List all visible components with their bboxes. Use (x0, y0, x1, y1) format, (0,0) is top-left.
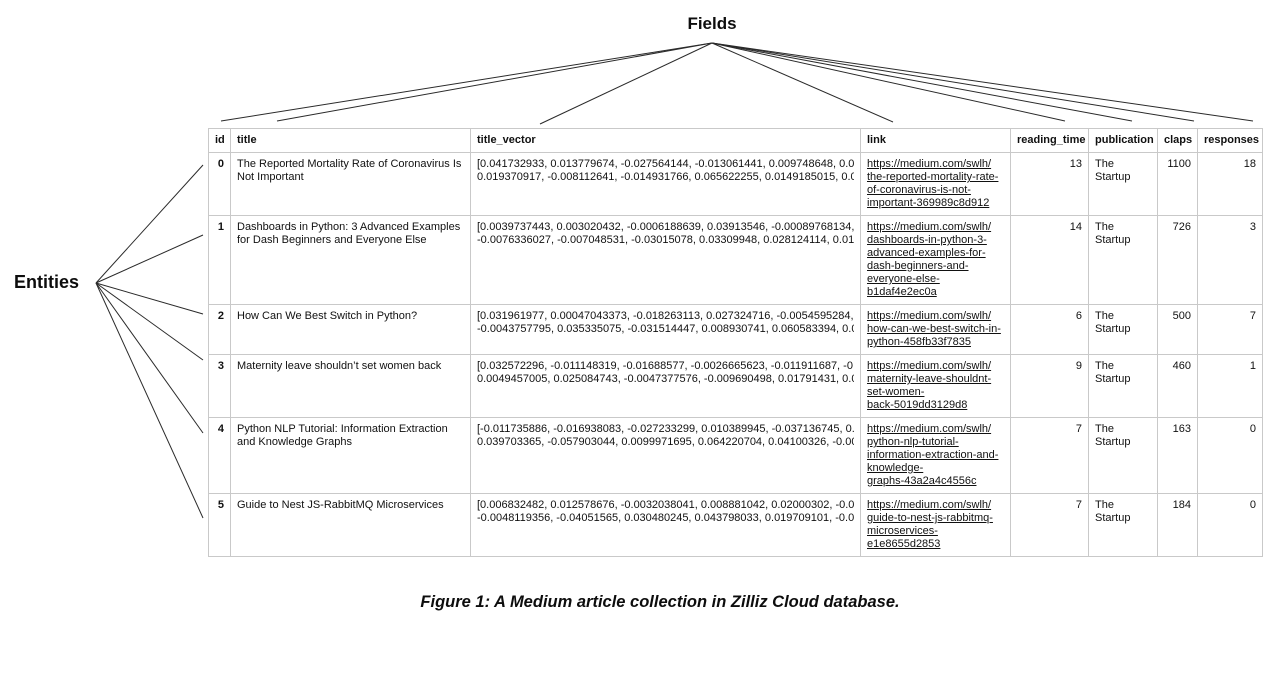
cell-title: How Can We Best Switch in Python? (230, 304, 471, 355)
column-header-title: title (230, 128, 471, 153)
cell-publication: The Startup (1088, 417, 1158, 494)
cell-id: 4 (208, 417, 231, 494)
cell-responses: 18 (1197, 152, 1263, 216)
cell-title-vector: [-0.011735886, -0.016938083, -0.02723329… (470, 417, 861, 494)
cell-id: 0 (208, 152, 231, 216)
cell-id: 5 (208, 493, 231, 557)
cell-reading-time: 14 (1010, 215, 1089, 305)
column-header-claps: claps (1157, 128, 1198, 153)
cell-link: https://medium.com/swlh/how-can-we-best-… (860, 304, 1011, 355)
column-header-reading-time: reading_time (1010, 128, 1089, 153)
table-row: 0 The Reported Mortality Rate of Coronav… (208, 152, 1263, 216)
cell-id: 1 (208, 215, 231, 305)
column-header-id: id (208, 128, 231, 153)
cell-reading-time: 9 (1010, 354, 1089, 418)
cell-responses: 1 (1197, 354, 1263, 418)
cell-title: Python NLP Tutorial: Information Extract… (230, 417, 471, 494)
cell-claps: 163 (1157, 417, 1198, 494)
cell-reading-time: 7 (1010, 417, 1089, 494)
table-row: 3 Maternity leave shouldn’t set women ba… (208, 354, 1263, 418)
cell-link: https://medium.com/swlh/dashboards-in-py… (860, 215, 1011, 305)
cell-link: https://medium.com/swlh/maternity-leave-… (860, 354, 1011, 418)
cell-id: 3 (208, 354, 231, 418)
cell-link: https://medium.com/swlh/guide-to-nest-js… (860, 493, 1011, 557)
table-row: 1 Dashboards in Python: 3 Advanced Examp… (208, 215, 1263, 305)
cell-title-vector: [0.006832482, 0.012578676, -0.0032038041… (470, 493, 861, 557)
column-header-title-vector: title_vector (470, 128, 861, 153)
cell-id: 2 (208, 304, 231, 355)
cell-publication: The Startup (1088, 215, 1158, 305)
cell-title: The Reported Mortality Rate of Coronavir… (230, 152, 471, 216)
article-link[interactable]: https://medium.com/swlh/dashboards-in-py… (867, 221, 992, 298)
cell-publication: The Startup (1088, 304, 1158, 355)
table-row: 5 Guide to Nest JS-RabbitMQ Microservice… (208, 493, 1263, 557)
cell-title-vector: [0.041732933, 0.013779674, -0.027564144,… (470, 152, 861, 216)
cell-reading-time: 7 (1010, 493, 1089, 557)
cell-publication: The Startup (1088, 493, 1158, 557)
entities-label: Entities (14, 272, 80, 292)
cell-reading-time: 13 (1010, 152, 1089, 216)
cell-title-vector: [0.031961977, 0.00047043373, -0.01826311… (470, 304, 861, 355)
cell-publication: The Startup (1088, 152, 1158, 216)
cell-responses: 7 (1197, 304, 1263, 355)
article-link[interactable]: https://medium.com/swlh/how-can-we-best-… (867, 310, 1001, 348)
cell-responses: 0 (1197, 417, 1263, 494)
figure-caption: Figure 1: A Medium article collection in… (420, 593, 900, 611)
cell-claps: 500 (1157, 304, 1198, 355)
column-header-link: link (860, 128, 1011, 153)
cell-title: Maternity leave shouldn’t set women back (230, 354, 471, 418)
cell-responses: 0 (1197, 493, 1263, 557)
column-header-responses: responses (1197, 128, 1263, 153)
table-header-row: id title title_vector link reading_time … (208, 128, 1263, 153)
entities-fan-lines (95, 164, 204, 519)
cell-claps: 184 (1157, 493, 1198, 557)
cell-claps: 1100 (1157, 152, 1198, 216)
cell-title-vector: [0.032572296, -0.011148319, -0.01688577,… (470, 354, 861, 418)
column-header-publication: publication (1088, 128, 1158, 153)
cell-publication: The Startup (1088, 354, 1158, 418)
cell-claps: 460 (1157, 354, 1198, 418)
cell-title: Dashboards in Python: 3 Advanced Example… (230, 215, 471, 305)
article-link[interactable]: https://medium.com/swlh/python-nlp-tutor… (867, 423, 999, 487)
cell-link: https://medium.com/swlh/the-reported-mor… (860, 152, 1011, 216)
table-row: 2 How Can We Best Switch in Python? [0.0… (208, 304, 1263, 355)
cell-title-vector: [0.0039737443, 0.003020432, -0.000618863… (470, 215, 861, 305)
cell-title: Guide to Nest JS-RabbitMQ Microservices (230, 493, 471, 557)
article-link[interactable]: https://medium.com/swlh/guide-to-nest-js… (867, 499, 993, 550)
collection-table: id title title_vector link reading_time … (208, 128, 1263, 557)
cell-link: https://medium.com/swlh/python-nlp-tutor… (860, 417, 1011, 494)
cell-claps: 726 (1157, 215, 1198, 305)
article-link[interactable]: https://medium.com/swlh/maternity-leave-… (867, 360, 992, 411)
fields-fan-lines (220, 42, 1254, 125)
article-link[interactable]: https://medium.com/swlh/the-reported-mor… (867, 158, 999, 209)
fields-label: Fields (687, 14, 737, 33)
cell-responses: 3 (1197, 215, 1263, 305)
table-row: 4 Python NLP Tutorial: Information Extra… (208, 417, 1263, 494)
cell-reading-time: 6 (1010, 304, 1089, 355)
